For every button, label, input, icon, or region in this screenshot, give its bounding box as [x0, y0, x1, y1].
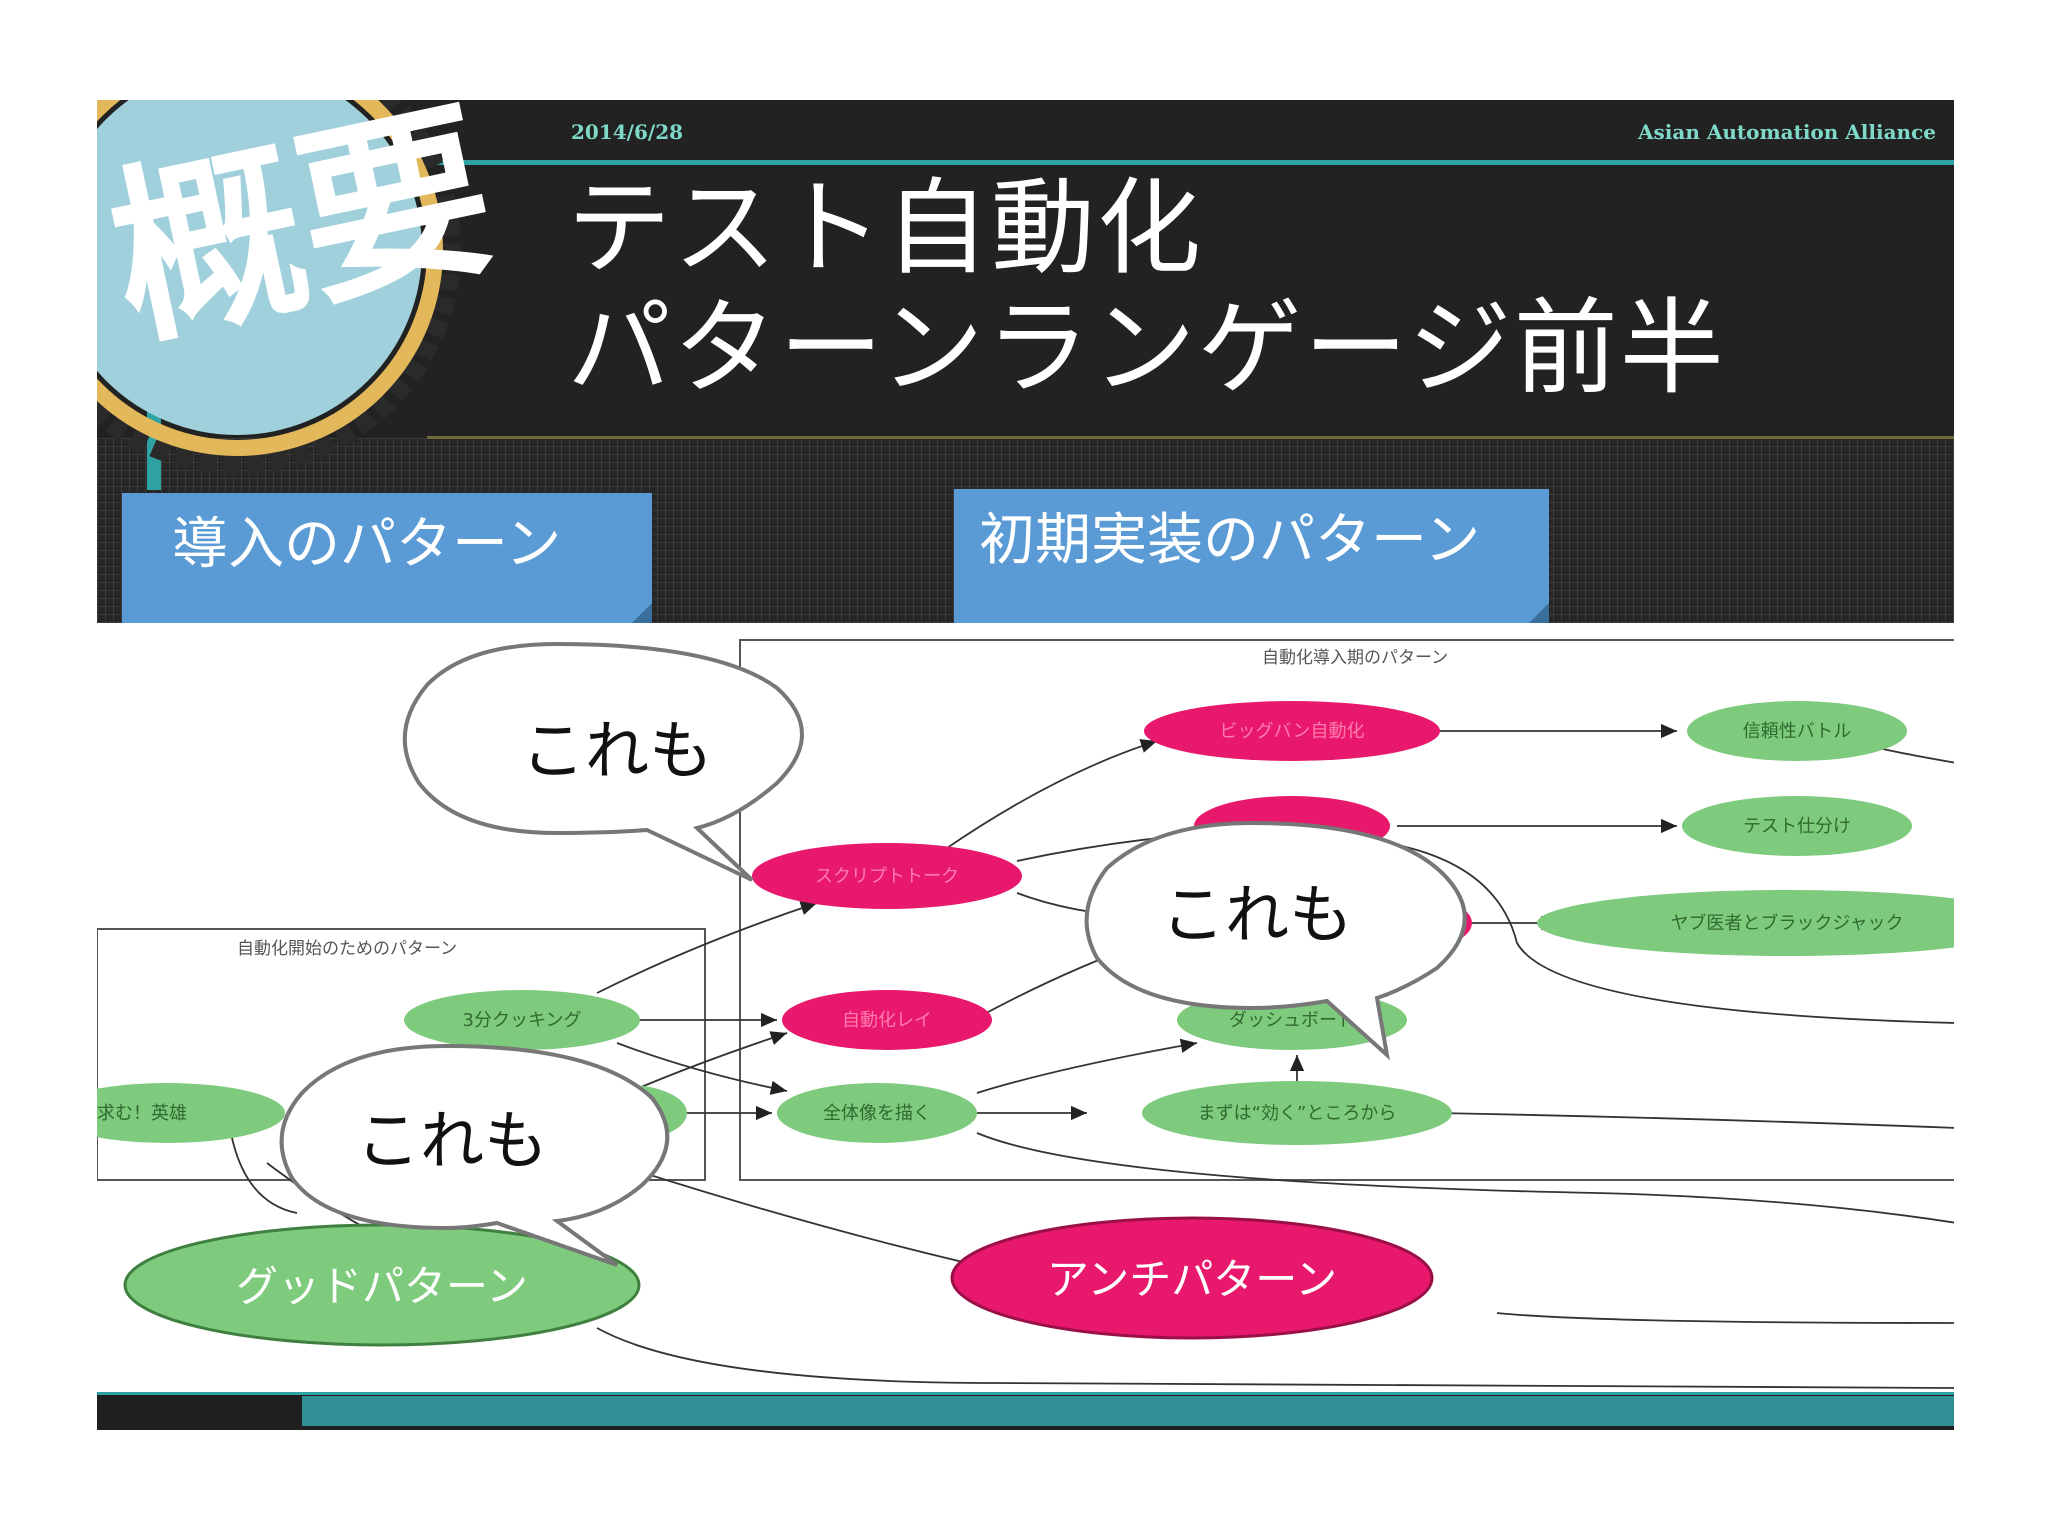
logo-circle: [97, 100, 422, 435]
edge-hidden-right-1: [1386, 842, 1954, 1024]
speech-bubble-1: これも: [402, 641, 804, 882]
speech-bubble-2: これも: [1084, 820, 1467, 1061]
node-dash-label: ダッシュボード: [1229, 1010, 1355, 1031]
edge-threemin-script: [596, 901, 818, 994]
edge-zentai-dash: [976, 1038, 1198, 1094]
cluster-start-label: 自動化開始のためのパターン: [237, 939, 457, 959]
node-motomu: [97, 1083, 285, 1143]
legend-anti-pattern: [950, 1216, 1434, 1340]
title-line-2: パターンランゲージ前半: [567, 287, 1726, 409]
node-bigbang-label: ビッグバン自動化: [1220, 721, 1365, 742]
header-teal-rule: [427, 160, 1954, 165]
slide: 2014/6/28 Asian Automation Alliance テスト自…: [97, 100, 1954, 1430]
node-testsort-label: テスト仕分け: [1743, 816, 1851, 837]
edge-script-bigbang: [946, 739, 1158, 849]
node-testsort: [1682, 796, 1912, 856]
node-zentai-label: 全体像を描く: [823, 1103, 931, 1124]
speech-bubble-1-text: これも: [521, 715, 713, 789]
speech-bubble-2-text: これも: [1161, 879, 1353, 953]
node-script: [752, 843, 1022, 909]
tab-intro-patterns: 導入のパターン: [122, 493, 652, 623]
node-mazuha-label: まずは“効く”ところから: [1198, 1103, 1397, 1124]
node-reliability-label: 信頼性バトル: [1743, 721, 1852, 742]
edge-mazuha-right: [1436, 1112, 1954, 1129]
logo-outer-ring: [97, 100, 461, 474]
tab-intro-fold: [632, 603, 652, 623]
node-yabu: [1537, 890, 1954, 956]
tab-initial-fold: [1529, 603, 1549, 623]
node-threemin: [404, 990, 640, 1050]
node-autorei-label: 自動化レイ: [842, 1010, 932, 1031]
footer-teal-rule: [97, 1392, 1954, 1395]
header-olive-rule: [427, 436, 1954, 439]
slide-organization: Asian Automation Alliance: [1638, 120, 1936, 144]
legend-anti-label: アンチパターン: [1047, 1255, 1337, 1304]
cluster-main-box: [739, 639, 1954, 1181]
edge-threemin-zentai: [616, 1042, 788, 1095]
node-mazuha: [1142, 1081, 1452, 1145]
footer-teal-band: [302, 1396, 1954, 1426]
slide-date: 2014/6/28: [571, 120, 684, 144]
node-motomu-label: 求む！英雄: [97, 1103, 187, 1124]
title-line-1: テスト自動化: [567, 167, 1204, 289]
tab-initial-patterns: 初期実装のパターン: [954, 489, 1549, 623]
node-autorei: [782, 990, 992, 1050]
edge-anti-right: [1496, 1312, 1954, 1324]
logo-badge: 概要: [97, 100, 507, 490]
node-reliability: [1687, 701, 1907, 761]
node-yabu-label: ヤブ医者とブラックジャック: [1670, 912, 1903, 934]
edge-zentai-right: [976, 1132, 1954, 1224]
edge-good-bottom: [596, 1327, 1954, 1389]
legend-good-label: グッドパターン: [236, 1262, 528, 1311]
pattern-diagram: 自動化導入期のパターン 自動化開始のためのパターン: [97, 639, 1954, 1389]
edge-hidden-autorei: [626, 1031, 788, 1094]
node-script-label: スクリプトトーク: [815, 866, 959, 887]
node-zentai: [777, 1083, 977, 1143]
edge-motomu-good: [231, 1137, 298, 1214]
logo-gold-ring: [97, 100, 443, 456]
speech-bubble-3-text: これも: [356, 1105, 548, 1179]
node-bigbang: [1144, 701, 1440, 761]
speech-bubble-3: これも: [279, 1043, 670, 1267]
node-threemin-label: 3分クッキング: [463, 1010, 582, 1031]
cluster-main-label: 自動化導入期のパターン: [1262, 648, 1448, 668]
